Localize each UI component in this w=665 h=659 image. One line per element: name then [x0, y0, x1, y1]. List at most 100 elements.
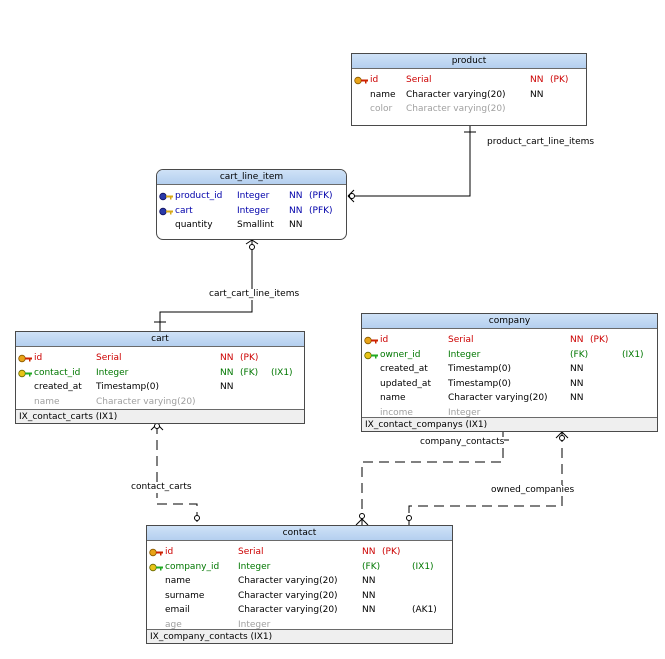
contact-carts-line [156, 424, 198, 525]
column-nn: NN [220, 367, 234, 378]
column-row[interactable]: id Serial NN (PK) [147, 545, 452, 559]
column-nn: NN [570, 335, 584, 345]
column-type: Integer [237, 205, 270, 216]
column-index: (IX1) [622, 349, 644, 360]
column-flags: (FK) [240, 367, 259, 378]
product-cart-line-items-line [348, 125, 471, 197]
column-type: Serial [238, 547, 264, 557]
column-name: updated_at [380, 378, 431, 389]
column-type: Integer [448, 349, 481, 360]
column-name: company_id [165, 561, 220, 572]
column-nn: NN [220, 353, 234, 363]
column-index: (AK1) [412, 605, 437, 615]
column-flags: (PFK) [309, 205, 333, 216]
column-nn: NN [570, 393, 584, 403]
column-name: surname [165, 590, 205, 601]
column-type: Character varying(20) [406, 104, 506, 114]
column-flags: (PK) [240, 353, 259, 363]
column-name: id [370, 75, 379, 85]
column-row[interactable]: income Integer [362, 406, 657, 420]
column-type: Timestamp(0) [96, 382, 159, 392]
entity-title: contact [147, 526, 452, 541]
entity-index-footer: IX_contact_carts (IX1) [16, 409, 304, 423]
column-name: name [34, 396, 60, 407]
rel-label-contact-carts[interactable]: contact_carts [131, 482, 192, 493]
column-type: Character varying(20) [406, 89, 506, 100]
column-flags: (PK) [590, 335, 609, 345]
rel-label-cart-cart-line-items[interactable]: cart_cart_line_items [209, 289, 300, 300]
column-row[interactable]: color Character varying(20) [352, 102, 586, 116]
column-nn: NN [362, 547, 376, 557]
column-nn: NN [220, 382, 234, 392]
column-nn: NN [362, 576, 376, 586]
entity-title: product [352, 54, 586, 69]
column-type: Character varying(20) [238, 590, 338, 601]
column-type: Integer [237, 191, 270, 201]
column-nn: NN [362, 605, 376, 615]
rel-label-owned-companies[interactable]: owned_companies [491, 485, 575, 496]
column-name: owner_id [380, 349, 421, 360]
column-name: income [380, 407, 413, 418]
column-flags: (FK) [570, 349, 589, 360]
column-name: cart [175, 205, 193, 216]
column-type: Timestamp(0) [448, 364, 511, 374]
column-type: Integer [96, 367, 129, 378]
column-row[interactable]: contact_id Integer NN (FK) (IX1) [16, 366, 304, 380]
cart-cart-line-items-line [159, 240, 253, 332]
column-type: Character varying(20) [448, 393, 548, 403]
column-name: name [380, 393, 406, 403]
column-row[interactable]: product_id Integer NN (PFK) [157, 189, 346, 203]
column-nn: NN [570, 364, 584, 374]
column-flags: (PK) [382, 547, 401, 557]
rel-label-company-contacts[interactable]: company_contacts [420, 437, 505, 448]
column-name: id [165, 547, 174, 557]
column-name: product_id [175, 191, 223, 201]
entity-title: cart [16, 332, 304, 347]
column-nn: NN [289, 191, 303, 201]
column-nn: NN [289, 220, 303, 230]
column-type: Integer [448, 407, 481, 418]
column-index: (IX1) [271, 367, 293, 378]
column-type: Integer [238, 619, 271, 630]
column-row[interactable]: name Character varying(20) NN [362, 391, 657, 405]
column-nn: NN [530, 75, 544, 85]
column-type: Smallint [237, 220, 274, 230]
column-name: name [165, 576, 191, 586]
column-index: (IX1) [412, 561, 434, 572]
column-row[interactable]: owner_id Integer (FK) (IX1) [362, 348, 657, 362]
column-flags: (PFK) [309, 191, 333, 201]
entity-index-footer: IX_contact_companys (IX1) [362, 417, 657, 431]
column-name: name [370, 89, 396, 100]
column-type: Timestamp(0) [448, 378, 511, 389]
rel-label-product-cart-line-items[interactable]: product_cart_line_items [487, 137, 595, 148]
owned-companies-line [408, 432, 563, 525]
column-name: email [165, 605, 190, 615]
column-name: contact_id [34, 367, 81, 378]
column-type: Serial [406, 75, 432, 85]
column-nn: NN [289, 205, 303, 216]
column-name: color [370, 104, 393, 114]
column-row[interactable]: cart Integer NN (PFK) [157, 204, 346, 218]
entity-index-footer: IX_company_contacts (IX1) [147, 629, 452, 643]
column-name: id [380, 335, 389, 345]
